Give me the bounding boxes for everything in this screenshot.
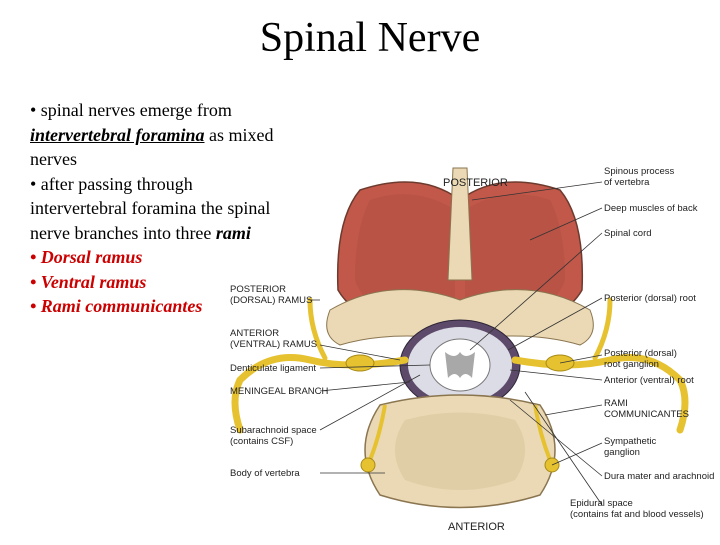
bullet-2-line-1: • after passing through (30, 173, 193, 194)
left-rami-communicantes-nerve (368, 404, 387, 461)
bullet-1-line-3: nerves (30, 149, 77, 169)
bullet-2-line-2: intervertebral foramina the spinal (30, 198, 271, 218)
label-spinal-cord: Spinal cord (604, 228, 652, 239)
label-epidural-space: Epidural space (contains fat and blood v… (570, 498, 704, 520)
label-posterior-root-ganglion: Posterior (dorsal) root ganglion (604, 348, 677, 370)
label-posterior-top: POSTERIOR (443, 177, 508, 189)
muscle-left-shading (355, 194, 455, 322)
label-posterior-root: Posterior (dorsal) root (604, 293, 696, 304)
vertebral-arch-shape (326, 289, 594, 346)
left-dorsal-ramus-nerve (307, 297, 328, 361)
spinal-nerve-diagram: POSTERIOR ANTERIOR Spinous process of ve… (210, 160, 720, 540)
label-subarachnoid-space: Subarachnoid space (contains CSF) (230, 425, 317, 447)
bullet-1-line-2: intervertebral foramina as mixed (30, 123, 330, 148)
label-meningeal-branch: MENINGEAL BRANCH (230, 386, 329, 397)
label-denticulate-ligament: Denticulate ligament (230, 363, 317, 374)
vertebral-body-inner (395, 412, 525, 490)
bullet-dorsal-ramus: • Dorsal ramus (30, 247, 143, 267)
label-body-of-vertebra: Body of vertebra (230, 468, 300, 479)
label-deep-muscles: Deep muscles of back (604, 203, 698, 214)
slide-title: Spinal Nerve (259, 15, 481, 61)
right-dorsal-ramus-nerve (592, 297, 613, 361)
gray-matter-shape (445, 352, 475, 378)
bullet-2-line-3-text: nerve branches into three (30, 222, 216, 243)
label-sympathetic-ganglion: Sympathetic ganglion (604, 436, 657, 458)
label-rami-communicantes: RAMI COMMUNICANTES (604, 398, 689, 420)
label-spinous-process: Spinous process of vertebra (604, 166, 675, 188)
bullet-rami-communicantes: • Rami communicantes (30, 296, 203, 316)
spinous-process-shape (447, 167, 473, 281)
bullet-list: • spinal nerves emerge from intervertebr… (30, 98, 330, 319)
rami-emphasis: rami (215, 222, 251, 243)
label-anterior-root: Anterior (ventral) root (604, 375, 694, 386)
label-anterior-bottom: ANTERIOR (448, 521, 505, 533)
bullet-1-line-2-rest: as mixed (204, 124, 274, 145)
label-anterior-ventral-ramus: ANTERIOR (VENTRAL) RAMUS (230, 328, 318, 350)
bullet-ventral-ramus: • Ventral ramus (30, 271, 147, 292)
intervertebral-foramina-emphasis: intervertebral foramina (30, 124, 205, 145)
label-dura-mater: Dura mater and arachnoid (604, 471, 715, 482)
right-rami-communicantes-nerve (533, 404, 552, 461)
bullet-1-line-1: • spinal nerves emerge from (30, 100, 232, 120)
left-sympathetic-ganglion (360, 457, 376, 473)
bullet-2-line-3: nerve branches into three rami (30, 221, 330, 246)
leader-lines (310, 181, 603, 506)
label-posterior-dorsal-ramus: POSTERIOR (DORSAL) RAMUS (230, 284, 313, 306)
left-root-ganglion (345, 354, 375, 372)
spinal-cross-section-illustration (231, 167, 689, 509)
muscle-right-shading (465, 194, 565, 322)
